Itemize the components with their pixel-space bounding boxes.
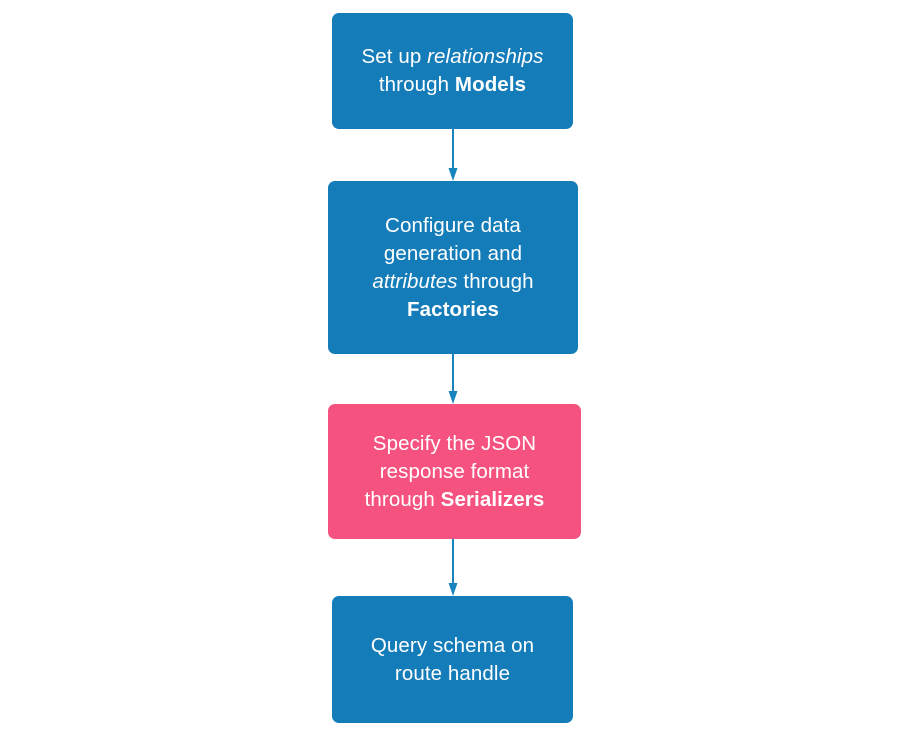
arrowhead-icon (448, 391, 458, 404)
arrowhead-icon (448, 583, 458, 596)
edge-factories-to-serializers (448, 354, 458, 404)
arrowhead-icon (448, 168, 458, 181)
edge-models-to-factories (448, 129, 458, 181)
edge-serializers-to-route (448, 539, 458, 596)
